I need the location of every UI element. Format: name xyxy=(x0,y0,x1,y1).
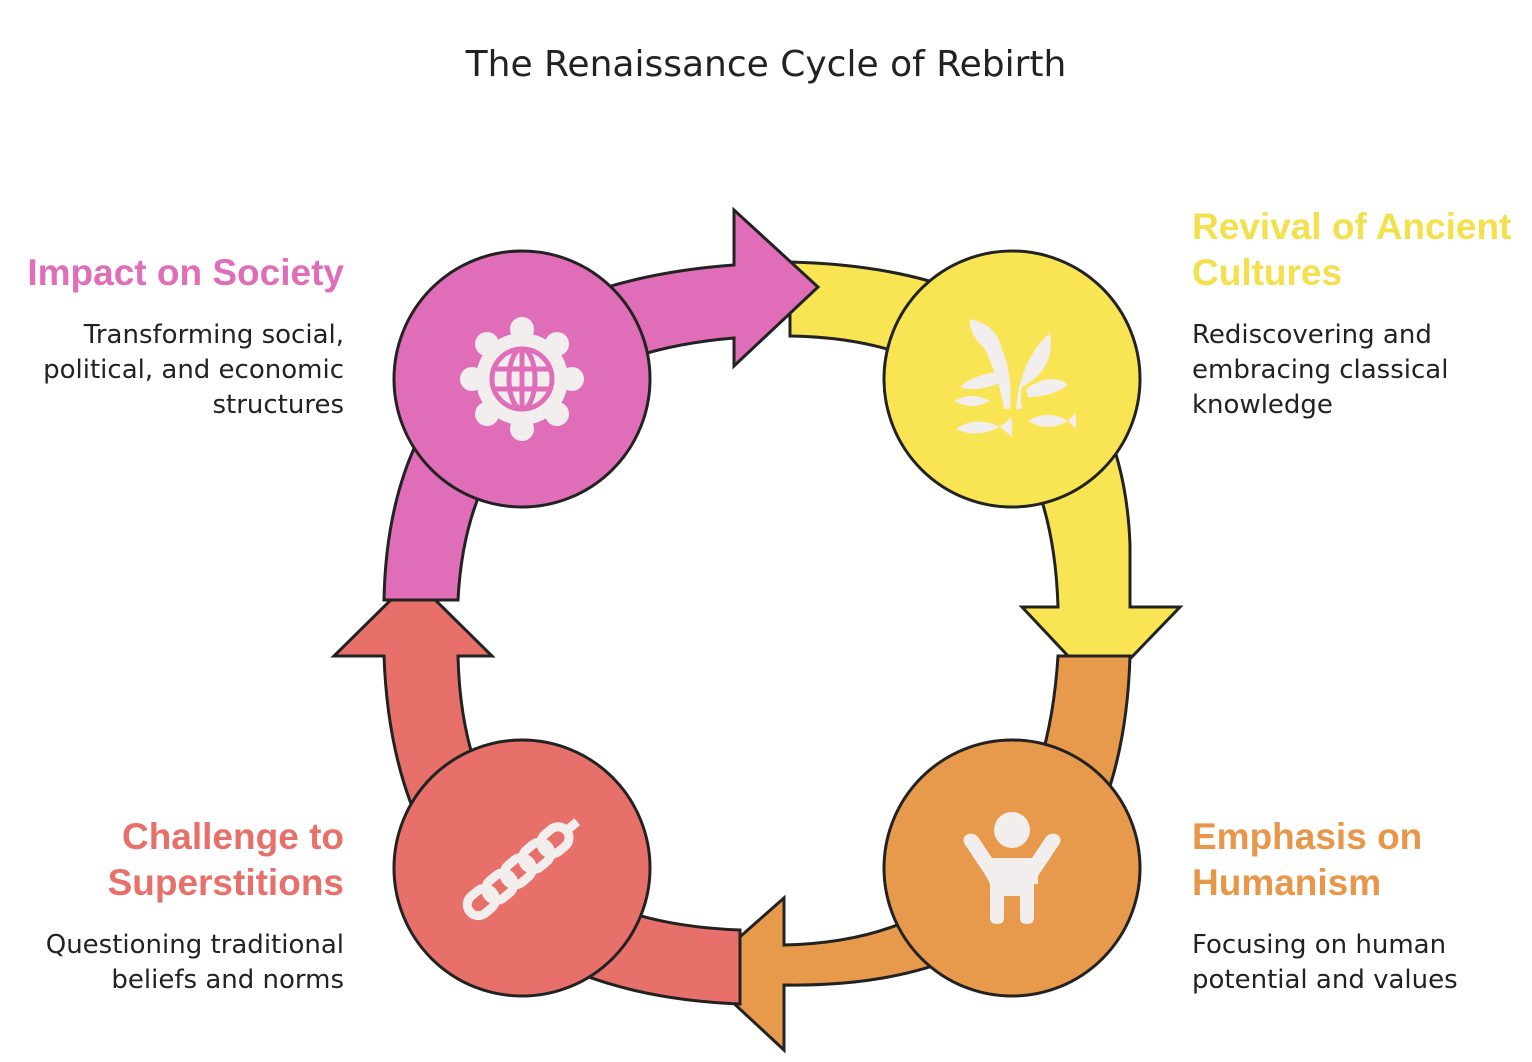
description-line: structures xyxy=(212,390,344,420)
description-line: beliefs and norms xyxy=(111,965,344,995)
circle-revival xyxy=(882,249,1142,509)
heading-line: Cultures xyxy=(1192,252,1343,293)
stage-revival: Revival of Ancient Cultures Rediscoverin… xyxy=(1192,204,1532,423)
broken-chain-icon xyxy=(462,818,581,921)
stage-heading: Emphasis on Humanism xyxy=(1192,814,1532,906)
stage-heading: Impact on Society xyxy=(20,250,344,296)
description-line: Transforming social, xyxy=(83,320,344,350)
description-line: knowledge xyxy=(1192,390,1333,420)
stage-heading: Revival of Ancient Cultures xyxy=(1192,204,1532,296)
person-arms-raised-icon xyxy=(963,812,1061,924)
stage-humanism: Emphasis on Humanism Focusing on human p… xyxy=(1192,814,1532,998)
heading-line: Superstitions xyxy=(107,862,344,903)
description-line: embracing classical xyxy=(1192,355,1449,385)
stage-impact: Impact on Society Transforming social, p… xyxy=(20,250,344,423)
globe-gear-icon xyxy=(460,317,584,441)
plant-fish-icon xyxy=(954,319,1076,437)
stage-heading: Challenge to Superstitions xyxy=(20,814,344,906)
heading-line: Challenge to xyxy=(121,816,344,857)
stage-description: Rediscovering and embracing classical kn… xyxy=(1192,318,1532,423)
description-line: Questioning traditional xyxy=(45,930,344,960)
stage-challenge: Challenge to Superstitions Questioning t… xyxy=(20,814,344,998)
heading-line: Revival of Ancient xyxy=(1192,206,1512,247)
stage-description: Questioning traditional beliefs and norm… xyxy=(20,928,344,998)
description-line: Focusing on human xyxy=(1192,930,1447,960)
description-line: Rediscovering and xyxy=(1192,320,1432,350)
heading-line: Humanism xyxy=(1192,862,1382,903)
heading-line: Emphasis on xyxy=(1192,816,1423,857)
stage-description: Transforming social, political, and econ… xyxy=(20,318,344,423)
heading-line: Impact on Society xyxy=(27,252,344,293)
description-line: potential and values xyxy=(1192,965,1458,995)
page-title: The Renaissance Cycle of Rebirth xyxy=(465,44,1067,85)
stage-description: Focusing on human potential and values xyxy=(1192,928,1532,998)
description-line: political, and economic xyxy=(43,355,344,385)
